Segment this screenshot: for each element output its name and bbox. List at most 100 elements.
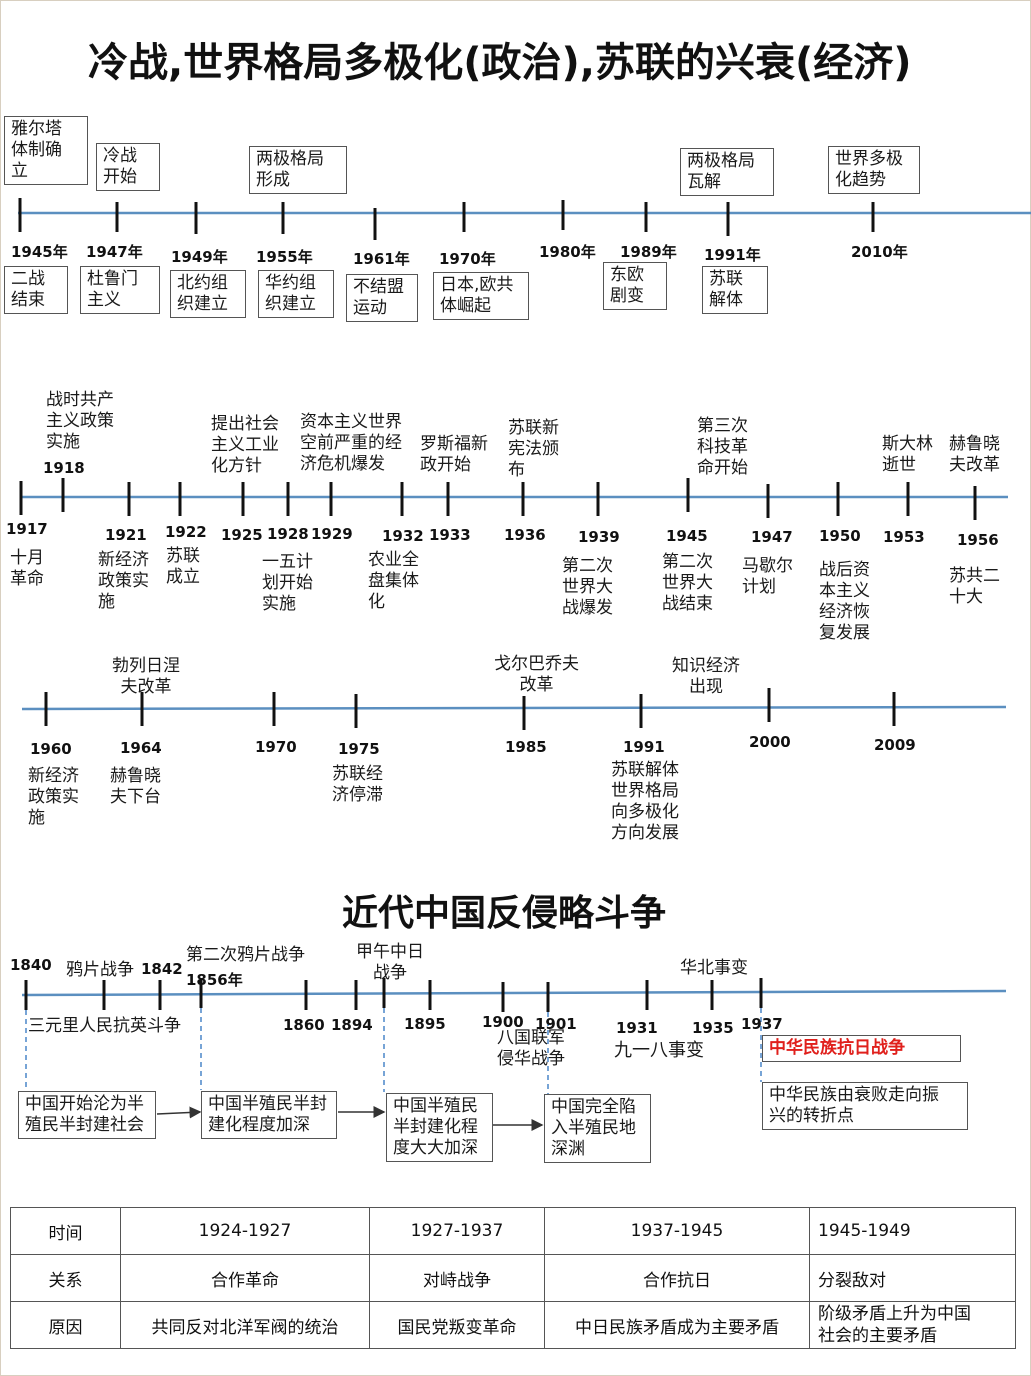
row2-top-label: 战时共产 主义政策 实施: [46, 390, 114, 452]
row4-result-box: 中国半殖民 半封建化程 度大大加深: [386, 1093, 493, 1162]
row2-bottom-label: 马歇尔 计划: [742, 556, 793, 597]
row2-top-label: 罗斯福新 政开始: [420, 434, 488, 475]
row1-bottom-box: 不结盟 运动: [346, 274, 418, 322]
row3-top-label: 戈尔巴乔夫 改革: [494, 654, 579, 695]
table-row: 关系 合作革命 对峙战争 合作抗日 分裂敌对: [10, 1254, 1016, 1302]
row4-year: 1931: [616, 1019, 658, 1037]
table-header-reason: 原因: [10, 1301, 121, 1349]
table-cell-relation: 合作革命: [120, 1254, 370, 1302]
row2-year: 1956: [957, 531, 999, 549]
dashed-connectors: [25, 1008, 762, 1094]
row1-year: 1970年: [439, 250, 496, 268]
row1-bottom-box: 日本,欧共 体崛起: [433, 272, 529, 320]
row2-top-label: 提出社会 主义工业 化方针: [211, 414, 279, 476]
row2-year: 1950: [819, 527, 861, 545]
row2-year: 1917: [6, 520, 48, 538]
table-cell-period: 1945-1949: [809, 1207, 1016, 1255]
row2-bottom-label: 战后资 本主义 经济恢 复发展: [819, 560, 870, 643]
row2-year: 1921: [105, 526, 147, 544]
row1-bottom-box: 北约组 织建立: [170, 270, 246, 318]
row3-year: 1975: [338, 740, 380, 758]
row4-event-label: 第二次鸦片战争: [186, 945, 305, 965]
row2-year: 1928: [267, 525, 309, 543]
table-header-relation: 关系: [10, 1254, 121, 1302]
row2-bottom-label: 农业全 盘集体 化: [368, 550, 419, 612]
axis-row4: [21, 989, 1007, 997]
row4-result-box: 中国半殖民半封 建化程度加深: [201, 1091, 337, 1139]
row3-year: 1964: [120, 739, 162, 757]
table-cell-period: 1927-1937: [369, 1207, 545, 1255]
row4-year: 1894: [331, 1016, 373, 1034]
row2-year: 1932: [382, 527, 424, 545]
row2-year: 1947: [751, 528, 793, 546]
row1-year: 1947年: [86, 243, 143, 261]
row2-bottom-label: 第二次 世界大 战爆发: [562, 556, 613, 618]
row4-event-label: 九一八事变: [614, 1040, 704, 1061]
row2-bottom-label: 第二次 世界大 战结束: [662, 552, 713, 614]
row4-year: 1842: [141, 960, 183, 978]
ticks-row1: [18, 198, 875, 240]
row2-bottom-label: 苏联 成立: [166, 546, 200, 587]
row2-bottom-label: 十月 革命: [10, 548, 44, 589]
row1-top-box-bipolar-end: 两极格局 瓦解: [680, 148, 774, 196]
row1-bottom-box: 二战 结束: [4, 266, 68, 314]
row2-year: 1918: [43, 459, 85, 477]
row4-year: 1895: [404, 1015, 446, 1033]
row4-year: 1856年: [186, 971, 243, 989]
anti-japanese-war-label: 中华民族抗日战争: [762, 1035, 961, 1062]
row4-event-label: 甲午中日 战争: [356, 942, 424, 983]
table-cell-relation: 合作抗日: [544, 1254, 810, 1302]
row4-year: 1935: [692, 1019, 734, 1037]
row3-year: 1991: [623, 738, 665, 756]
row1-year: 1961年: [353, 250, 410, 268]
axis-row3: [21, 705, 1007, 711]
row2-year: 1922: [165, 523, 207, 541]
row2-bottom-label: 新经济 政策实 施: [98, 550, 149, 612]
row3-year: 2000: [749, 733, 791, 751]
row4-event-label: 三元里人民抗英斗争: [28, 1016, 181, 1036]
section-title-china: 近代中国反侵略斗争: [342, 893, 667, 934]
relations-table: 时间 1924-1927 1927-1937 1937-1945 1945-19…: [10, 1207, 1016, 1349]
arrows: [156, 1106, 544, 1131]
row2-top-label: 第三次 科技革 命开始: [697, 416, 748, 478]
row2-year: 1939: [578, 528, 620, 546]
ticks-row2: [19, 478, 977, 520]
row1-year: 1989年: [620, 243, 677, 261]
row1-year: 1949年: [171, 248, 228, 266]
table-cell-reason: 共同反对北洋军阀的统治: [120, 1301, 370, 1349]
row1-top-box-multipolar: 世界多极 化趋势: [828, 146, 920, 194]
row2-top-label: 苏联新 宪法颁 布: [508, 418, 559, 480]
ticks-row4: [24, 978, 763, 1012]
table-cell-relation: 分裂敌对: [809, 1254, 1016, 1302]
row2-year: 1953: [883, 528, 925, 546]
row2-year: 1929: [311, 525, 353, 543]
row3-year: 1970: [255, 738, 297, 756]
row3-year: 1960: [30, 740, 72, 758]
row4-event-label: 八国联军 侵华战争: [497, 1028, 565, 1069]
row1-bottom-box: 杜鲁门 主义: [80, 266, 160, 314]
row2-bottom-label: 一五计 划开始 实施: [262, 552, 313, 614]
row4-result-box: 中国完全陷 入半殖民地 深渊: [544, 1094, 651, 1163]
row4-result-box: 中华民族由衰败走向振 兴的转折点: [762, 1082, 968, 1130]
table-cell-reason: 国民党叛变革命: [369, 1301, 545, 1349]
row3-top-label: 知识经济 出现: [672, 656, 740, 697]
row4-year: 1860: [283, 1016, 325, 1034]
row1-top-box-bipolar: 两极格局 形成: [249, 146, 347, 194]
table-cell-reason: 中日民族矛盾成为主要矛盾: [544, 1301, 810, 1349]
row1-top-box-cold-war: 冷战 开始: [96, 143, 160, 191]
row1-top-box-yalta: 雅尔塔 体制确 立: [4, 116, 88, 185]
row1-bottom-box: 苏联 解体: [702, 266, 768, 314]
row2-year: 1933: [429, 526, 471, 544]
row3-bottom-label: 赫鲁晓 夫下台: [110, 766, 161, 807]
table-cell-period: 1937-1945: [544, 1207, 810, 1255]
row4-year: 1901: [535, 1015, 577, 1033]
row2-year: 1936: [504, 526, 546, 544]
table-cell-reason: 阶级矛盾上升为中国 社会的主要矛盾: [809, 1301, 1016, 1349]
row4-year: 1840: [10, 956, 52, 974]
row1-year: 2010年: [851, 243, 908, 261]
table-header-time: 时间: [10, 1207, 121, 1255]
row2-top-label: 赫鲁晓 夫改革: [949, 434, 1000, 475]
row1-year: 1980年: [539, 243, 596, 261]
row1-bottom-box: 东欧 剧变: [603, 262, 667, 310]
row2-bottom-label: 苏共二 十大: [949, 566, 1000, 607]
